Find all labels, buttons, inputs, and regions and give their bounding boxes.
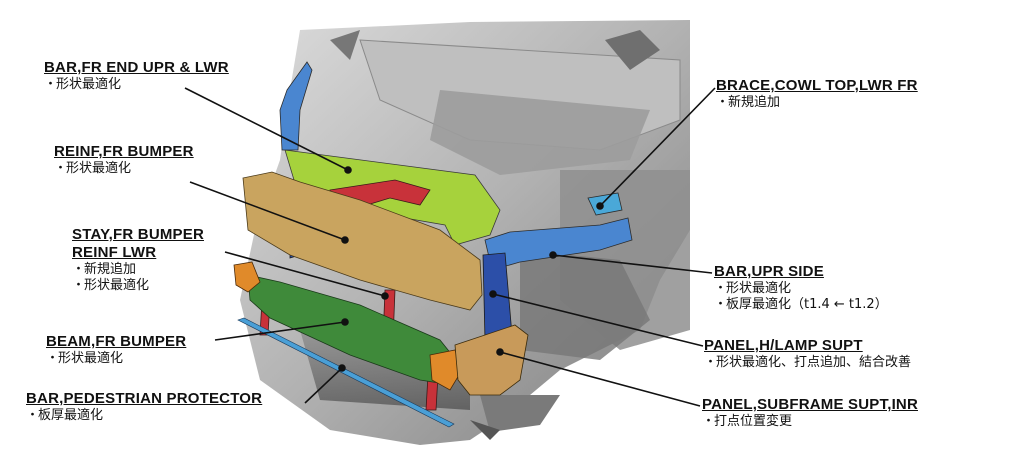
- label-bar-fr-end: BAR,FR END UPR & LWR ・形状最適化: [44, 60, 229, 91]
- label-stay-fr-bumper-note-2: ・形状最適化: [72, 279, 204, 292]
- leader-lines: [184, 87, 716, 407]
- label-panel-subframe: PANEL,SUBFRAME SUPT,INR ・打点位置変更: [702, 397, 918, 428]
- label-panel-hlamp-note: ・形状最適化、打点追加、結合改善: [704, 356, 911, 369]
- note-text: 打点位置変更: [714, 414, 793, 429]
- part-subframe-shape: [454, 324, 529, 396]
- leader-dot-reinf-fr-bumper: [341, 236, 349, 244]
- label-stay-fr-bumper-title-2: REINF LWR: [72, 244, 157, 261]
- leader-bar-upr-side: [552, 254, 713, 274]
- bullet-mark: ・: [26, 408, 40, 423]
- label-bar-upr-side: BAR,UPR SIDE ・形状最適化 ・板厚最適化（t1.4 ← t1.2）: [714, 264, 888, 311]
- leader-dot-bar-pedestrian: [338, 364, 346, 372]
- label-brace-cowl-title: BRACE,COWL TOP,LWR FR: [716, 77, 918, 94]
- leader-reinf-fr-bumper: [189, 181, 346, 241]
- note-text: 形状最適化、打点追加、結合改善: [716, 355, 912, 370]
- label-bar-upr-side-note-1: ・形状最適化: [714, 282, 888, 295]
- leader-dot-panel-subframe: [496, 348, 504, 356]
- label-panel-hlamp-title: PANEL,H/LAMP SUPT: [704, 337, 863, 354]
- bullet-mark: ・: [72, 262, 86, 277]
- label-stay-fr-bumper-title-1: STAY,FR BUMPER: [72, 226, 204, 243]
- label-bar-pedestrian: BAR,PEDESTRIAN PROTECTOR ・板厚最適化: [26, 391, 262, 422]
- label-beam-fr-bumper: BEAM,FR BUMPER ・形状最適化: [46, 334, 186, 365]
- label-brace-cowl-note: ・新規追加: [716, 96, 918, 109]
- label-bar-pedestrian-title: BAR,PEDESTRIAN PROTECTOR: [26, 390, 263, 407]
- label-beam-fr-bumper-note: ・形状最適化: [46, 352, 186, 365]
- label-stay-fr-bumper-note-1: ・新規追加: [72, 263, 204, 276]
- note-text: 形状最適化: [84, 278, 150, 293]
- note-text: 形状最適化: [726, 281, 792, 296]
- label-bar-fr-end-note: ・形状最適化: [44, 78, 229, 91]
- leader-beam-fr-bumper: [214, 321, 346, 341]
- note-text: 形状最適化: [66, 161, 132, 176]
- note-text: 板厚最適化（t1.4 ← t1.2）: [726, 297, 888, 312]
- part-cowl-brace-shape: [587, 192, 623, 216]
- leader-brace-cowl: [599, 87, 716, 207]
- leader-dot-stay-fr-bumper: [381, 292, 389, 300]
- part-reinf-bumper-shape: [242, 171, 483, 311]
- label-bar-upr-side-note-2: ・板厚最適化（t1.4 ← t1.2）: [714, 298, 888, 311]
- leader-dot-bar-upr-side: [549, 251, 557, 259]
- part-pedestrian-bar-shape: [237, 317, 455, 428]
- leader-bar-fr-end: [184, 87, 349, 171]
- leader-dots: [338, 166, 604, 372]
- note-text: 板厚最適化: [38, 408, 104, 423]
- note-text: 新規追加: [728, 95, 781, 110]
- part-end-brackets-shape: [233, 261, 463, 391]
- part-upr-side-left-shape: [279, 61, 313, 151]
- bullet-mark: ・: [714, 297, 728, 312]
- bullet-mark: ・: [44, 77, 58, 92]
- bullet-mark: ・: [72, 278, 86, 293]
- leader-dot-beam-fr-bumper: [341, 318, 349, 326]
- note-text: 形状最適化: [58, 351, 124, 366]
- leader-dot-panel-hlamp: [489, 290, 497, 298]
- note-text: 形状最適化: [56, 77, 122, 92]
- leader-bar-pedestrian: [304, 367, 343, 404]
- leader-panel-subframe: [499, 351, 701, 407]
- bullet-mark: ・: [54, 161, 68, 176]
- leader-dot-bar-fr-end: [344, 166, 352, 174]
- leader-stay-fr-bumper: [224, 251, 386, 297]
- label-stay-fr-bumper: STAY,FR BUMPER REINF LWR ・新規追加 ・形状最適化: [72, 227, 204, 292]
- label-reinf-fr-bumper-note: ・形状最適化: [54, 162, 194, 175]
- bullet-mark: ・: [704, 355, 718, 370]
- label-panel-hlamp: PANEL,H/LAMP SUPT ・形状最適化、打点追加、結合改善: [704, 338, 911, 369]
- label-reinf-fr-bumper: REINF,FR BUMPER ・形状最適化: [54, 144, 194, 175]
- bullet-mark: ・: [716, 95, 730, 110]
- label-beam-fr-bumper-title: BEAM,FR BUMPER: [46, 333, 187, 350]
- label-bar-pedestrian-note: ・板厚最適化: [26, 409, 262, 422]
- bullet-mark: ・: [702, 414, 716, 429]
- note-text: 新規追加: [84, 262, 137, 277]
- leader-panel-hlamp: [492, 293, 704, 347]
- label-bar-upr-side-title: BAR,UPR SIDE: [714, 263, 824, 280]
- label-panel-subframe-note: ・打点位置変更: [702, 415, 918, 428]
- bullet-mark: ・: [714, 281, 728, 296]
- bullet-mark: ・: [46, 351, 60, 366]
- label-panel-subframe-title: PANEL,SUBFRAME SUPT,INR: [702, 396, 918, 413]
- label-brace-cowl: BRACE,COWL TOP,LWR FR ・新規追加: [716, 78, 918, 109]
- label-reinf-fr-bumper-title: REINF,FR BUMPER: [54, 143, 194, 160]
- label-bar-fr-end-title: BAR,FR END UPR & LWR: [44, 59, 229, 76]
- leader-dot-brace-cowl: [596, 202, 604, 210]
